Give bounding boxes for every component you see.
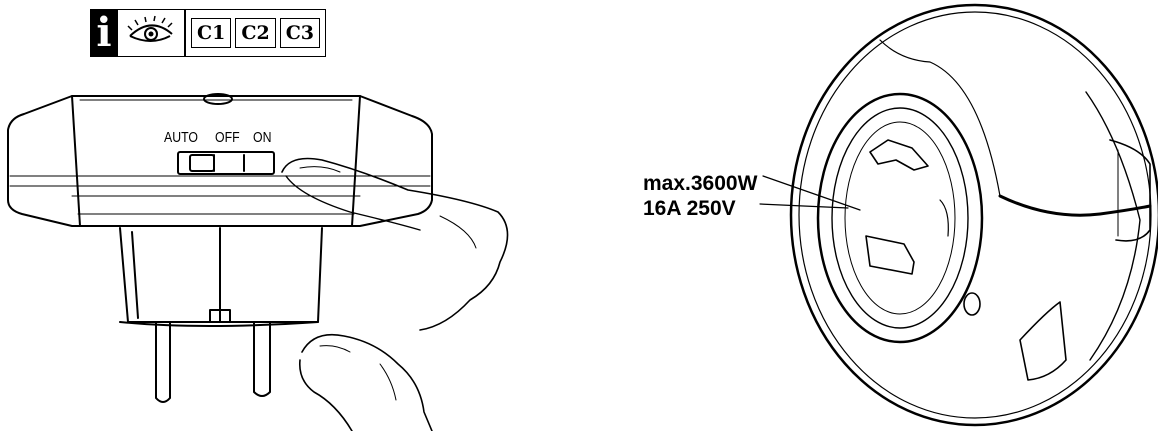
codes-box: C1 C2 C3 bbox=[185, 9, 327, 57]
eye-icon bbox=[118, 9, 185, 57]
info-icon: i bbox=[90, 9, 118, 57]
info-glyph: i bbox=[96, 9, 112, 56]
switch-label-off: OFF bbox=[215, 129, 240, 146]
rating-current-voltage-label: 16A 250V bbox=[643, 197, 736, 220]
switch-label-auto: AUTO bbox=[164, 129, 198, 146]
switch-label-on: ON bbox=[253, 129, 272, 146]
code-c3: C3 bbox=[279, 18, 321, 48]
plug-device-side-view bbox=[7, 93, 509, 431]
rating-power-label: max.3600W bbox=[643, 172, 758, 195]
code-c2: C2 bbox=[235, 18, 276, 48]
code-c1: C1 bbox=[191, 18, 232, 48]
info-badge: i C1 C2 C3 bbox=[90, 9, 327, 57]
